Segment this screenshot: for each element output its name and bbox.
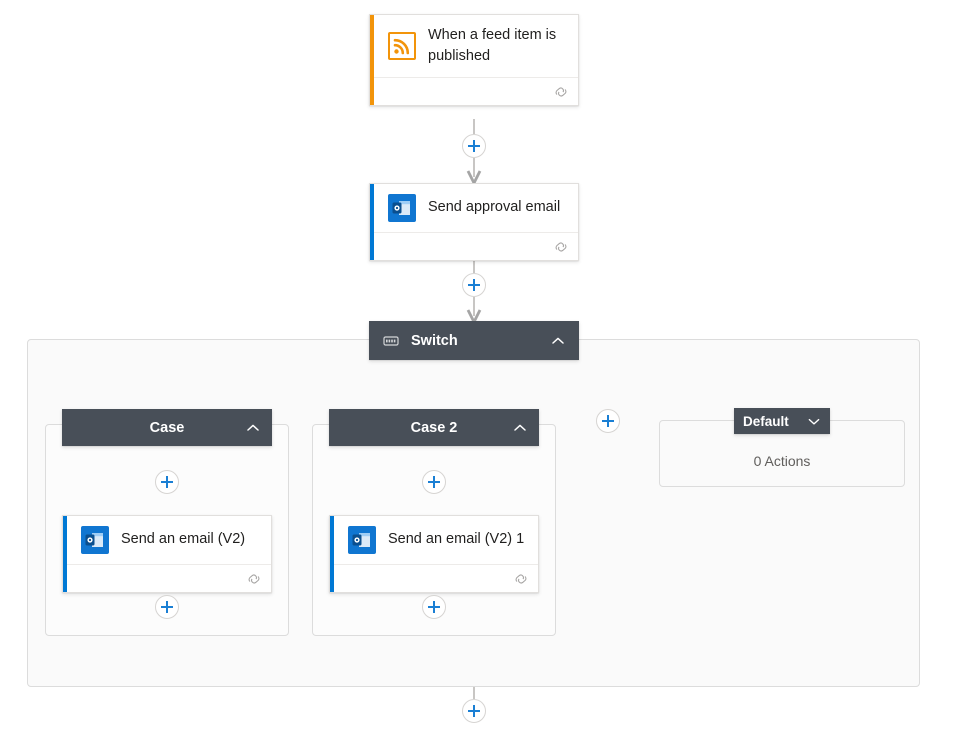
- add-case-button[interactable]: [596, 409, 620, 433]
- chevron-down-icon[interactable]: [807, 415, 821, 428]
- rss-icon: [388, 32, 416, 61]
- chevron-up-icon[interactable]: [246, 421, 260, 435]
- connector-link-icon[interactable]: [247, 572, 261, 586]
- outlook-icon: [81, 526, 109, 554]
- chevron-up-icon[interactable]: [551, 334, 565, 348]
- default-branch-header[interactable]: Default: [734, 408, 830, 434]
- add-step-button-after-send-approval-email[interactable]: [462, 273, 486, 297]
- case-1-header[interactable]: Case: [62, 409, 272, 446]
- case-2-header-label: Case 2: [410, 419, 458, 436]
- add-action-button-case-1-top[interactable]: [155, 470, 179, 494]
- add-action-button-case-1-bottom[interactable]: [155, 595, 179, 619]
- default-branch-container: 0 Actions: [659, 420, 905, 487]
- add-step-button-after-trigger[interactable]: [462, 134, 486, 158]
- action-card-footer: [330, 564, 538, 592]
- outlook-icon: [388, 194, 416, 222]
- add-step-button-after-switch[interactable]: [462, 699, 486, 723]
- action-card-title: Send an email (V2): [121, 531, 246, 548]
- add-action-button-case-2-bottom[interactable]: [422, 595, 446, 619]
- action-card-body: Send an email (V2) 1: [330, 516, 538, 564]
- switch-header[interactable]: Switch: [369, 321, 579, 360]
- case-2-header[interactable]: Case 2: [329, 409, 539, 446]
- trigger-card-footer: [370, 77, 578, 105]
- action-card-body: Send an email (V2): [63, 516, 271, 564]
- action-card-body: Send approval email: [370, 184, 578, 232]
- action-card-footer: [370, 232, 578, 260]
- action-card-send-approval-email[interactable]: Send approval email: [369, 183, 579, 261]
- action-card-title: Send approval email: [428, 199, 561, 216]
- action-card-send-an-email-v2-1[interactable]: Send an email (V2) 1: [329, 515, 539, 593]
- trigger-card-when-a-feed-item-is-published[interactable]: When a feed item is published: [369, 14, 579, 107]
- default-branch-header-label: Default: [743, 413, 789, 429]
- switch-header-label: Switch: [411, 332, 458, 349]
- trigger-card-title: When a feed item is published: [428, 27, 557, 65]
- action-card-footer: [63, 564, 271, 592]
- chevron-up-icon[interactable]: [513, 421, 527, 435]
- connector-link-icon[interactable]: [554, 85, 568, 99]
- card-accent-bar: [330, 516, 334, 592]
- card-accent-bar: [370, 15, 374, 106]
- switch-icon: [383, 335, 399, 346]
- action-card-send-an-email-v2[interactable]: Send an email (V2): [62, 515, 272, 593]
- outlook-icon: [348, 526, 376, 554]
- add-action-button-case-2-top[interactable]: [422, 470, 446, 494]
- default-branch-empty-label: 0 Actions: [753, 452, 811, 469]
- card-accent-bar: [63, 516, 67, 592]
- connector-link-icon[interactable]: [514, 572, 528, 586]
- trigger-card-body: When a feed item is published: [370, 15, 578, 77]
- action-card-title: Send an email (V2) 1: [388, 531, 525, 548]
- case-1-header-label: Case: [149, 419, 185, 436]
- card-accent-bar: [370, 184, 374, 260]
- connector-link-icon[interactable]: [554, 240, 568, 254]
